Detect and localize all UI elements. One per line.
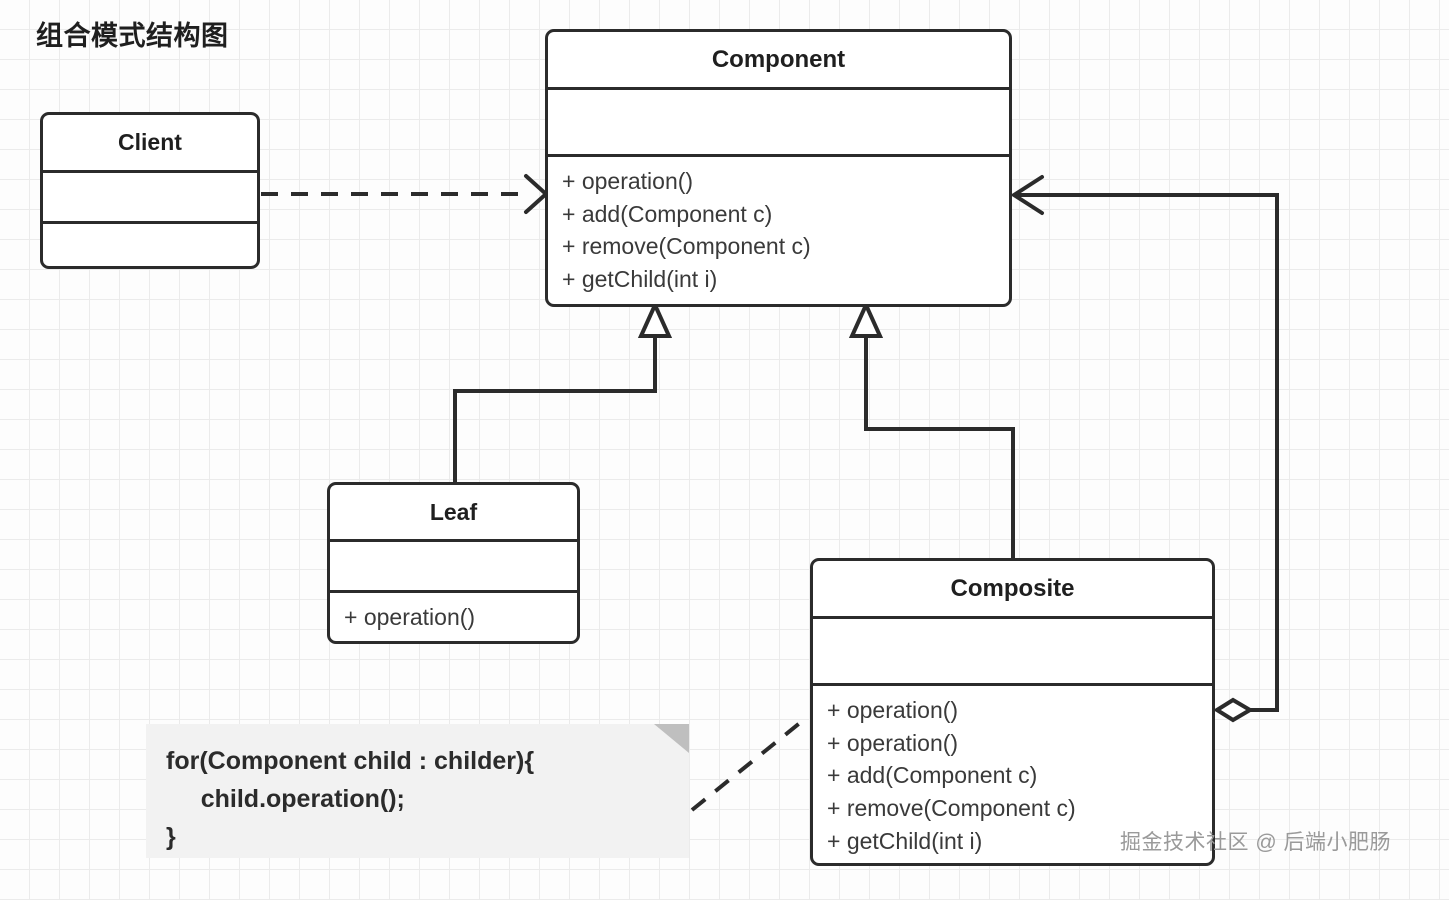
class-divider (548, 87, 1009, 90)
class-methods-component: + operation() + add(Component c) + remov… (548, 157, 1009, 302)
connector-client-to-component (261, 174, 549, 214)
class-name-client: Client (118, 129, 182, 155)
class-attributes-client (43, 173, 257, 221)
class-name-leaf: Leaf (429, 498, 478, 525)
connector-leaf-to-component (453, 300, 673, 482)
uml-class-component[interactable]: Component + operation() + add(Component … (545, 29, 1012, 307)
connector-composite-to-component (848, 300, 1015, 558)
class-attributes-leaf (330, 542, 577, 590)
class-name-component: Component (711, 45, 846, 73)
class-divider (813, 616, 1212, 619)
method-line: + operation() (562, 168, 694, 194)
method-line: + operation() (344, 604, 476, 630)
uml-class-composite[interactable]: Composite + operation() + operation() + … (810, 558, 1215, 866)
class-attributes-component (548, 90, 1009, 154)
method-line: + operation() (827, 729, 959, 756)
note-line: } (166, 823, 176, 851)
class-name-composite: Composite (950, 574, 1075, 602)
uml-class-client[interactable]: Client (40, 112, 260, 269)
uml-note[interactable]: for(Component child : childer){ child.op… (146, 724, 689, 858)
class-divider (548, 154, 1009, 157)
method-line: + remove(Component c) (827, 794, 1076, 821)
uml-class-leaf[interactable]: Leaf + operation() (327, 482, 580, 644)
note-fold-corner-icon (654, 724, 689, 753)
class-divider (813, 683, 1212, 686)
method-line: + add(Component c) (562, 200, 773, 227)
class-methods-client (43, 224, 257, 266)
method-line: + operation() (827, 697, 959, 723)
class-divider (43, 170, 257, 173)
page-title: 组合模式结构图 (36, 21, 229, 51)
method-line: + add(Component c) (827, 762, 1038, 789)
watermark: 掘金技术社区 @ 后端小肥肠 (1120, 831, 1391, 854)
method-line: + getChild(int i) (827, 827, 983, 854)
note-line: child.operation(); (166, 785, 405, 813)
class-divider (43, 221, 257, 224)
class-divider (330, 590, 577, 593)
connector-note-to-composite (690, 716, 808, 812)
class-attributes-composite (813, 619, 1212, 683)
note-line: for(Component child : childer){ (166, 747, 535, 775)
method-line: + getChild(int i) (562, 265, 718, 292)
class-methods-leaf: + operation() (330, 593, 577, 640)
method-line: + remove(Component c) (562, 233, 811, 260)
class-methods-composite: + operation() + operation() + add(Compon… (813, 686, 1212, 863)
class-divider (330, 539, 577, 542)
